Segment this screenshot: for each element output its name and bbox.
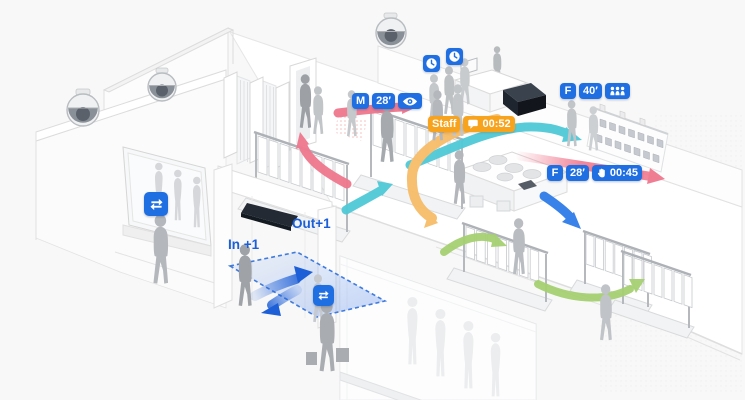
black-display-box xyxy=(503,83,546,116)
flow-arrow-cyan-short xyxy=(341,181,393,215)
back-doorway xyxy=(289,57,317,151)
dome-camera-icon xyxy=(147,67,177,102)
dome-camera-icon xyxy=(66,88,100,127)
folded-clothes xyxy=(472,155,542,182)
out-arrow xyxy=(261,285,302,316)
eye-icon xyxy=(398,93,423,109)
flow-arrow-pink-curve xyxy=(296,132,352,189)
wall-shelf-rack xyxy=(586,103,669,173)
people-group-icon xyxy=(604,83,630,99)
staff-chip: Staff xyxy=(428,116,461,132)
dwell-time-value: 00:45 xyxy=(609,166,639,179)
flow-arrow-blue xyxy=(539,191,581,229)
badge-male-visitor: M 28′ xyxy=(352,93,423,109)
entrance-detection-zone xyxy=(227,251,388,318)
clock-icon xyxy=(423,55,440,72)
gender-chip: M xyxy=(352,93,370,109)
badge-queue-clock-2 xyxy=(446,48,463,65)
raised-hand-icon xyxy=(597,168,605,178)
badge-crossline-sensor-1 xyxy=(144,192,168,216)
age-chip: 28′ xyxy=(372,93,396,109)
swap-arrows-icon xyxy=(313,285,334,306)
display-table xyxy=(457,151,569,212)
dwell-time-chip: 00:45 xyxy=(591,165,643,181)
badge-crossline-sensor-2 xyxy=(313,285,334,306)
age-chip: 28′ xyxy=(566,165,589,181)
gender-chip: F xyxy=(547,165,563,181)
flow-arrow-green-short xyxy=(440,232,507,256)
out-counter-label: Out+1 xyxy=(292,216,331,231)
speech-bubble-icon xyxy=(468,119,479,129)
shopper-with-bags xyxy=(306,300,349,372)
badge-female-group: F 40′ xyxy=(560,83,630,99)
right-storefront-window xyxy=(339,255,537,400)
dome-cameras xyxy=(66,12,407,127)
talk-time-chip: 00:52 xyxy=(463,116,515,132)
clock-icon xyxy=(446,48,463,65)
badge-staff: Staff 00:52 xyxy=(428,116,515,132)
in-arrow xyxy=(250,266,313,301)
badge-queue-clock-1 xyxy=(423,55,440,72)
flow-arrow-cyan-long xyxy=(405,122,582,170)
in-counter-label: In +1 xyxy=(228,237,260,252)
age-chip: 40′ xyxy=(579,83,602,99)
talk-time-value: 00:52 xyxy=(482,117,511,130)
clothing-rack-d2 xyxy=(607,249,695,339)
foreground-people xyxy=(153,214,349,372)
dome-camera-icon xyxy=(375,12,407,49)
gender-chip: F xyxy=(560,83,576,99)
overhead-counting-camera xyxy=(241,203,298,231)
swap-arrows-icon xyxy=(144,192,168,216)
flow-arrow-green-long xyxy=(534,279,645,302)
left-storefront xyxy=(35,69,227,309)
badge-female-visitor: F 28′ 00:45 xyxy=(547,165,643,181)
